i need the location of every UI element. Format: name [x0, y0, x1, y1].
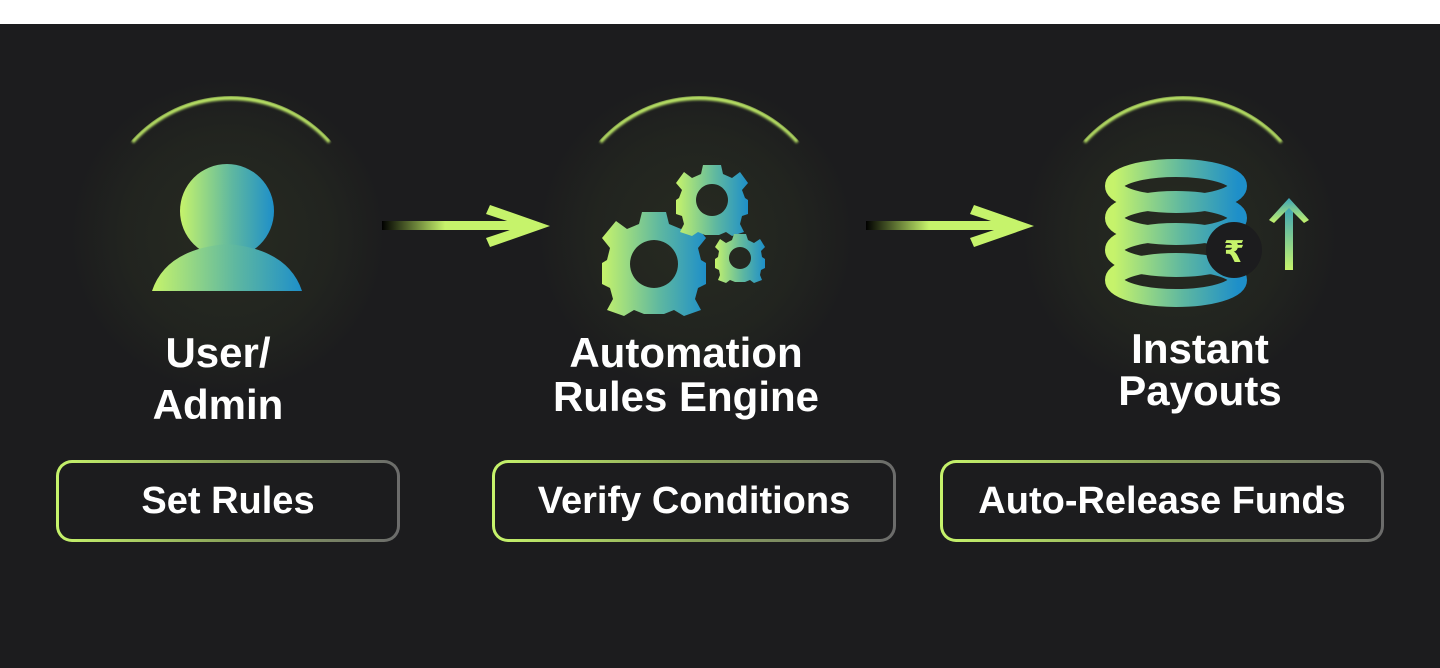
glow-arc [1050, 96, 1316, 360]
action-label: Verify Conditions [495, 463, 893, 539]
arrow-right-icon [382, 205, 550, 247]
node-title: Automation Rules Engine [486, 330, 886, 420]
node-title-line: Admin [152, 381, 284, 428]
action-label: Set Rules [59, 463, 397, 539]
glow-arc [98, 96, 364, 360]
node-title: Instant Payouts [1000, 326, 1400, 414]
coin-stack-rupee-icon: ₹ [1105, 159, 1262, 307]
gears-icon [602, 165, 765, 316]
node-title: User/ Admin [18, 330, 418, 428]
node-title-line: Rules Engine [552, 373, 820, 420]
action-pill-auto-release-funds: Auto-Release Funds [940, 460, 1384, 542]
node-title-line: Payouts [1118, 367, 1282, 414]
action-pill-verify-conditions: Verify Conditions [492, 460, 896, 542]
node-title-line: User/ [165, 329, 271, 376]
action-pill-set-rules: Set Rules [56, 460, 400, 542]
diagram-canvas: User/ Admin Set Rules [0, 24, 1440, 668]
arrow-up-icon [1269, 198, 1309, 270]
rupee-symbol: ₹ [1224, 235, 1245, 270]
node-title-line: Instant [1131, 325, 1269, 372]
action-label: Auto-Release Funds [943, 463, 1381, 539]
user-icon [152, 164, 302, 291]
glow-arc [566, 96, 832, 360]
node-title-line: Automation [569, 329, 803, 376]
arrow-right-icon [866, 205, 1034, 247]
